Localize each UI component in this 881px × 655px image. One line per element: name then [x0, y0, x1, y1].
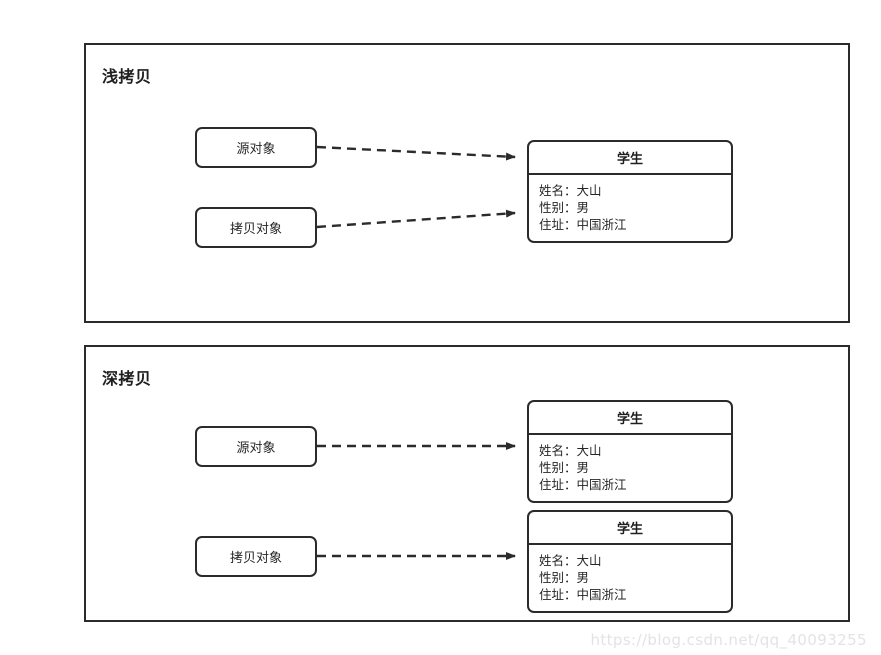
- deep-student-card-copy-body: 姓名：大山 性别：男 住址：中国浙江: [529, 545, 731, 611]
- shallow-copy-object-box[interactable]: 拷贝对象: [195, 207, 317, 248]
- panel-shallow-copy-title: 浅拷贝: [102, 67, 152, 86]
- deep-copy-object-box[interactable]: 拷贝对象: [195, 536, 317, 577]
- student-field-gender: 性别：男: [539, 570, 590, 585]
- deep-student-card-source-body: 姓名：大山 性别：男 住址：中国浙江: [529, 435, 731, 501]
- student-field-address: 住址：中国浙江: [539, 477, 627, 492]
- shallow-student-card-body: 姓名：大山 性别：男 住址：中国浙江: [529, 175, 731, 241]
- student-field-name: 姓名：大山: [539, 553, 602, 568]
- deep-student-card-source[interactable]: 学生 姓名：大山 性别：男 住址：中国浙江: [527, 400, 733, 503]
- student-field-gender: 性别：男: [539, 460, 590, 475]
- deep-student-card-copy-header: 学生: [529, 512, 731, 545]
- shallow-student-card-header: 学生: [529, 142, 731, 175]
- panel-shallow-copy: 浅拷贝: [84, 43, 850, 323]
- student-field-address: 住址：中国浙江: [539, 217, 627, 232]
- panel-deep-copy-title: 深拷贝: [102, 369, 152, 388]
- student-field-gender: 性别：男: [539, 200, 590, 215]
- deep-student-card-source-header: 学生: [529, 402, 731, 435]
- deep-student-card-copy[interactable]: 学生 姓名：大山 性别：男 住址：中国浙江: [527, 510, 733, 613]
- student-field-name: 姓名：大山: [539, 183, 602, 198]
- deep-copy-object-label: 拷贝对象: [229, 551, 282, 566]
- watermark-url: https://blog.csdn.net/qq_40093255: [590, 631, 867, 649]
- deep-source-object-label: 源对象: [236, 441, 276, 456]
- shallow-copy-object-label: 拷贝对象: [229, 222, 282, 237]
- student-field-name: 姓名：大山: [539, 443, 602, 458]
- deep-source-object-box[interactable]: 源对象: [195, 426, 317, 467]
- shallow-student-card[interactable]: 学生 姓名：大山 性别：男 住址：中国浙江: [527, 140, 733, 243]
- panel-deep-copy: 深拷贝: [84, 345, 850, 622]
- student-field-address: 住址：中国浙江: [539, 587, 627, 602]
- shallow-source-object-box[interactable]: 源对象: [195, 127, 317, 168]
- shallow-source-object-label: 源对象: [236, 142, 276, 157]
